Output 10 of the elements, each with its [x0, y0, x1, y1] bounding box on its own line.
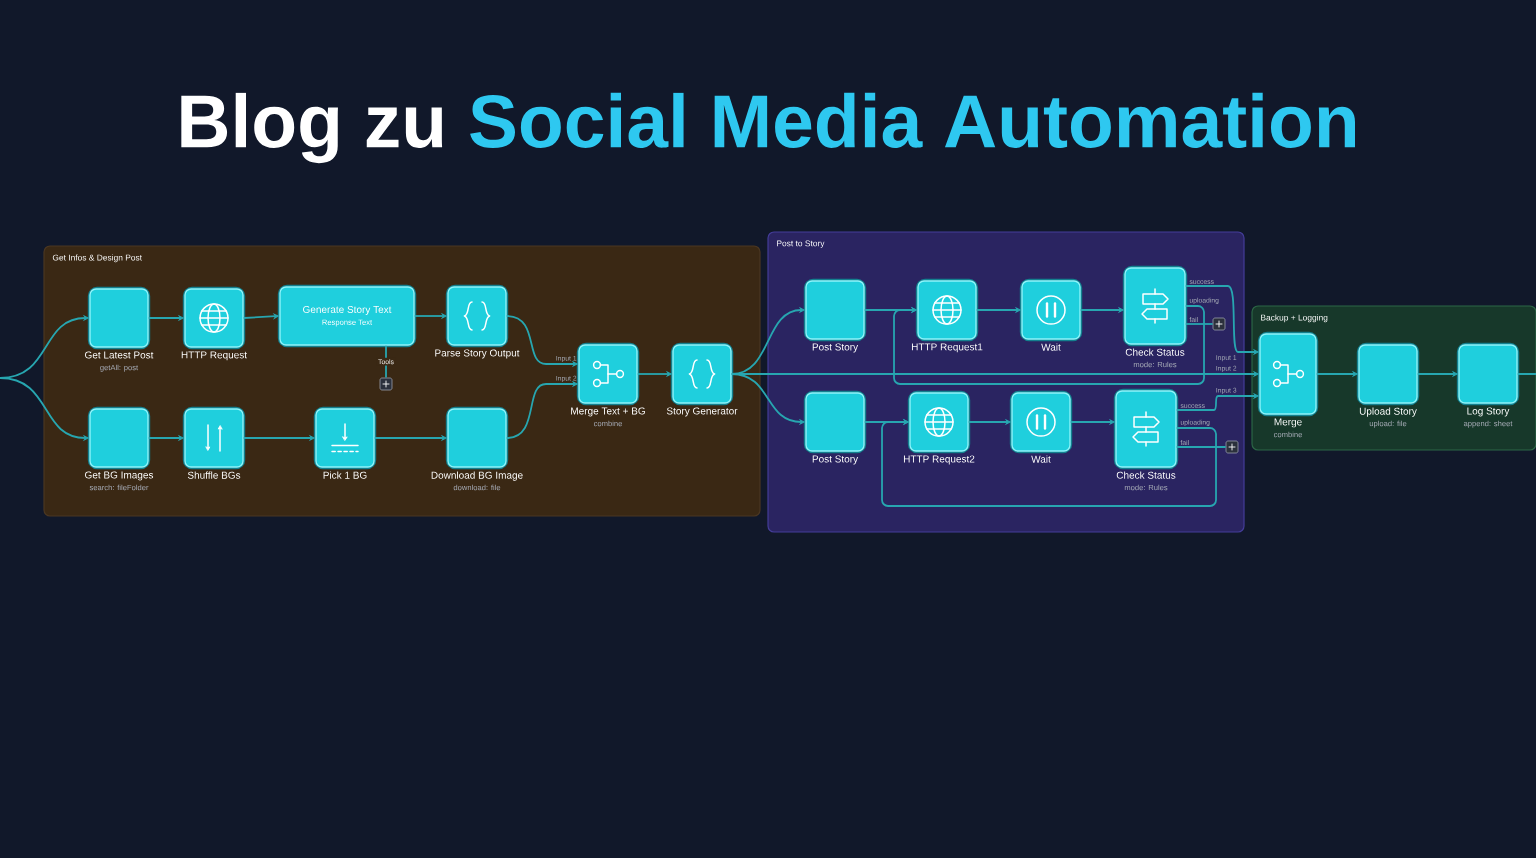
- plus-box: [1225, 440, 1239, 454]
- arrow: [881, 418, 1217, 507]
- connector-line: [1516, 373, 1536, 375]
- plus-box: [1212, 317, 1226, 331]
- connector-line: [385, 344, 387, 379]
- plus-box: [379, 377, 393, 391]
- arrow: [893, 305, 1205, 385]
- connector-line: [1175, 446, 1227, 448]
- connector-line: [1184, 323, 1214, 325]
- title: Blog zu Social Media Automation: [181, 92, 1355, 164]
